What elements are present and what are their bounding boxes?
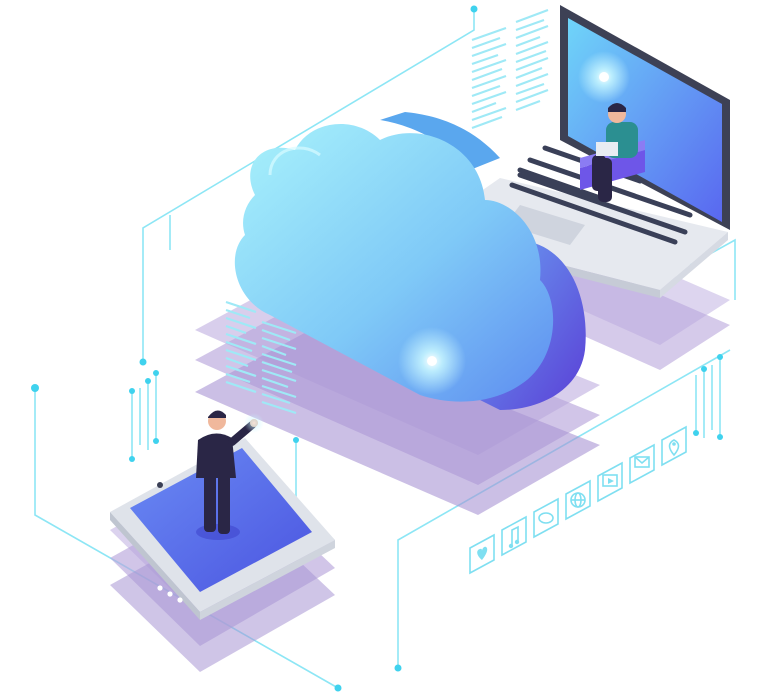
laptop-screen <box>568 18 722 222</box>
heart-icon <box>469 533 495 575</box>
location-pin-icon <box>661 425 687 467</box>
video-play-icon <box>597 461 623 503</box>
person-on-laptop <box>580 103 645 202</box>
app-icons-row <box>469 425 687 575</box>
data-block-left <box>225 300 297 415</box>
cloud <box>234 112 586 410</box>
mail-icon <box>629 443 655 485</box>
phone-camera <box>157 482 163 488</box>
chat-bubble-icon <box>533 497 559 539</box>
music-note-icon <box>501 515 527 557</box>
person-on-phone <box>196 410 264 540</box>
laptop-small <box>596 142 618 156</box>
phone-indicator-dots <box>157 585 183 603</box>
globe-icon <box>565 479 591 521</box>
laptop-trackpad <box>505 205 585 245</box>
person-jacket <box>196 433 236 478</box>
data-block-top <box>471 8 549 130</box>
